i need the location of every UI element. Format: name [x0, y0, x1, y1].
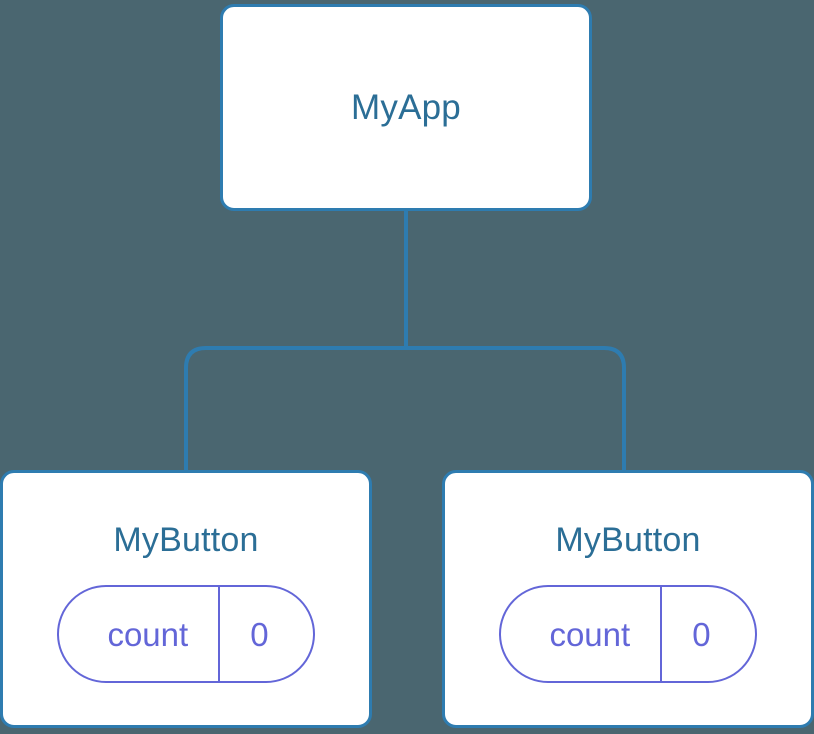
state-value-label: 0	[250, 615, 269, 653]
node-title: MyApp	[351, 88, 461, 127]
edge-to-child-left	[184, 346, 406, 472]
state-pill-divider	[218, 587, 221, 681]
state-pill-divider	[660, 587, 663, 681]
state-key-label: count	[107, 615, 189, 653]
node-child-mybutton-2[interactable]: MyButton count 0	[442, 470, 814, 728]
node-child-mybutton-1[interactable]: MyButton count 0	[0, 470, 372, 728]
node-title: MyButton	[555, 521, 701, 559]
edge-to-child-right	[406, 346, 626, 472]
node-root-myapp[interactable]: MyApp	[220, 4, 592, 211]
state-pill-count[interactable]: count 0	[499, 585, 757, 683]
node-title: MyButton	[113, 521, 259, 559]
state-pill-count[interactable]: count 0	[57, 585, 315, 683]
state-value-label: 0	[692, 615, 711, 653]
state-key-label: count	[549, 615, 631, 653]
